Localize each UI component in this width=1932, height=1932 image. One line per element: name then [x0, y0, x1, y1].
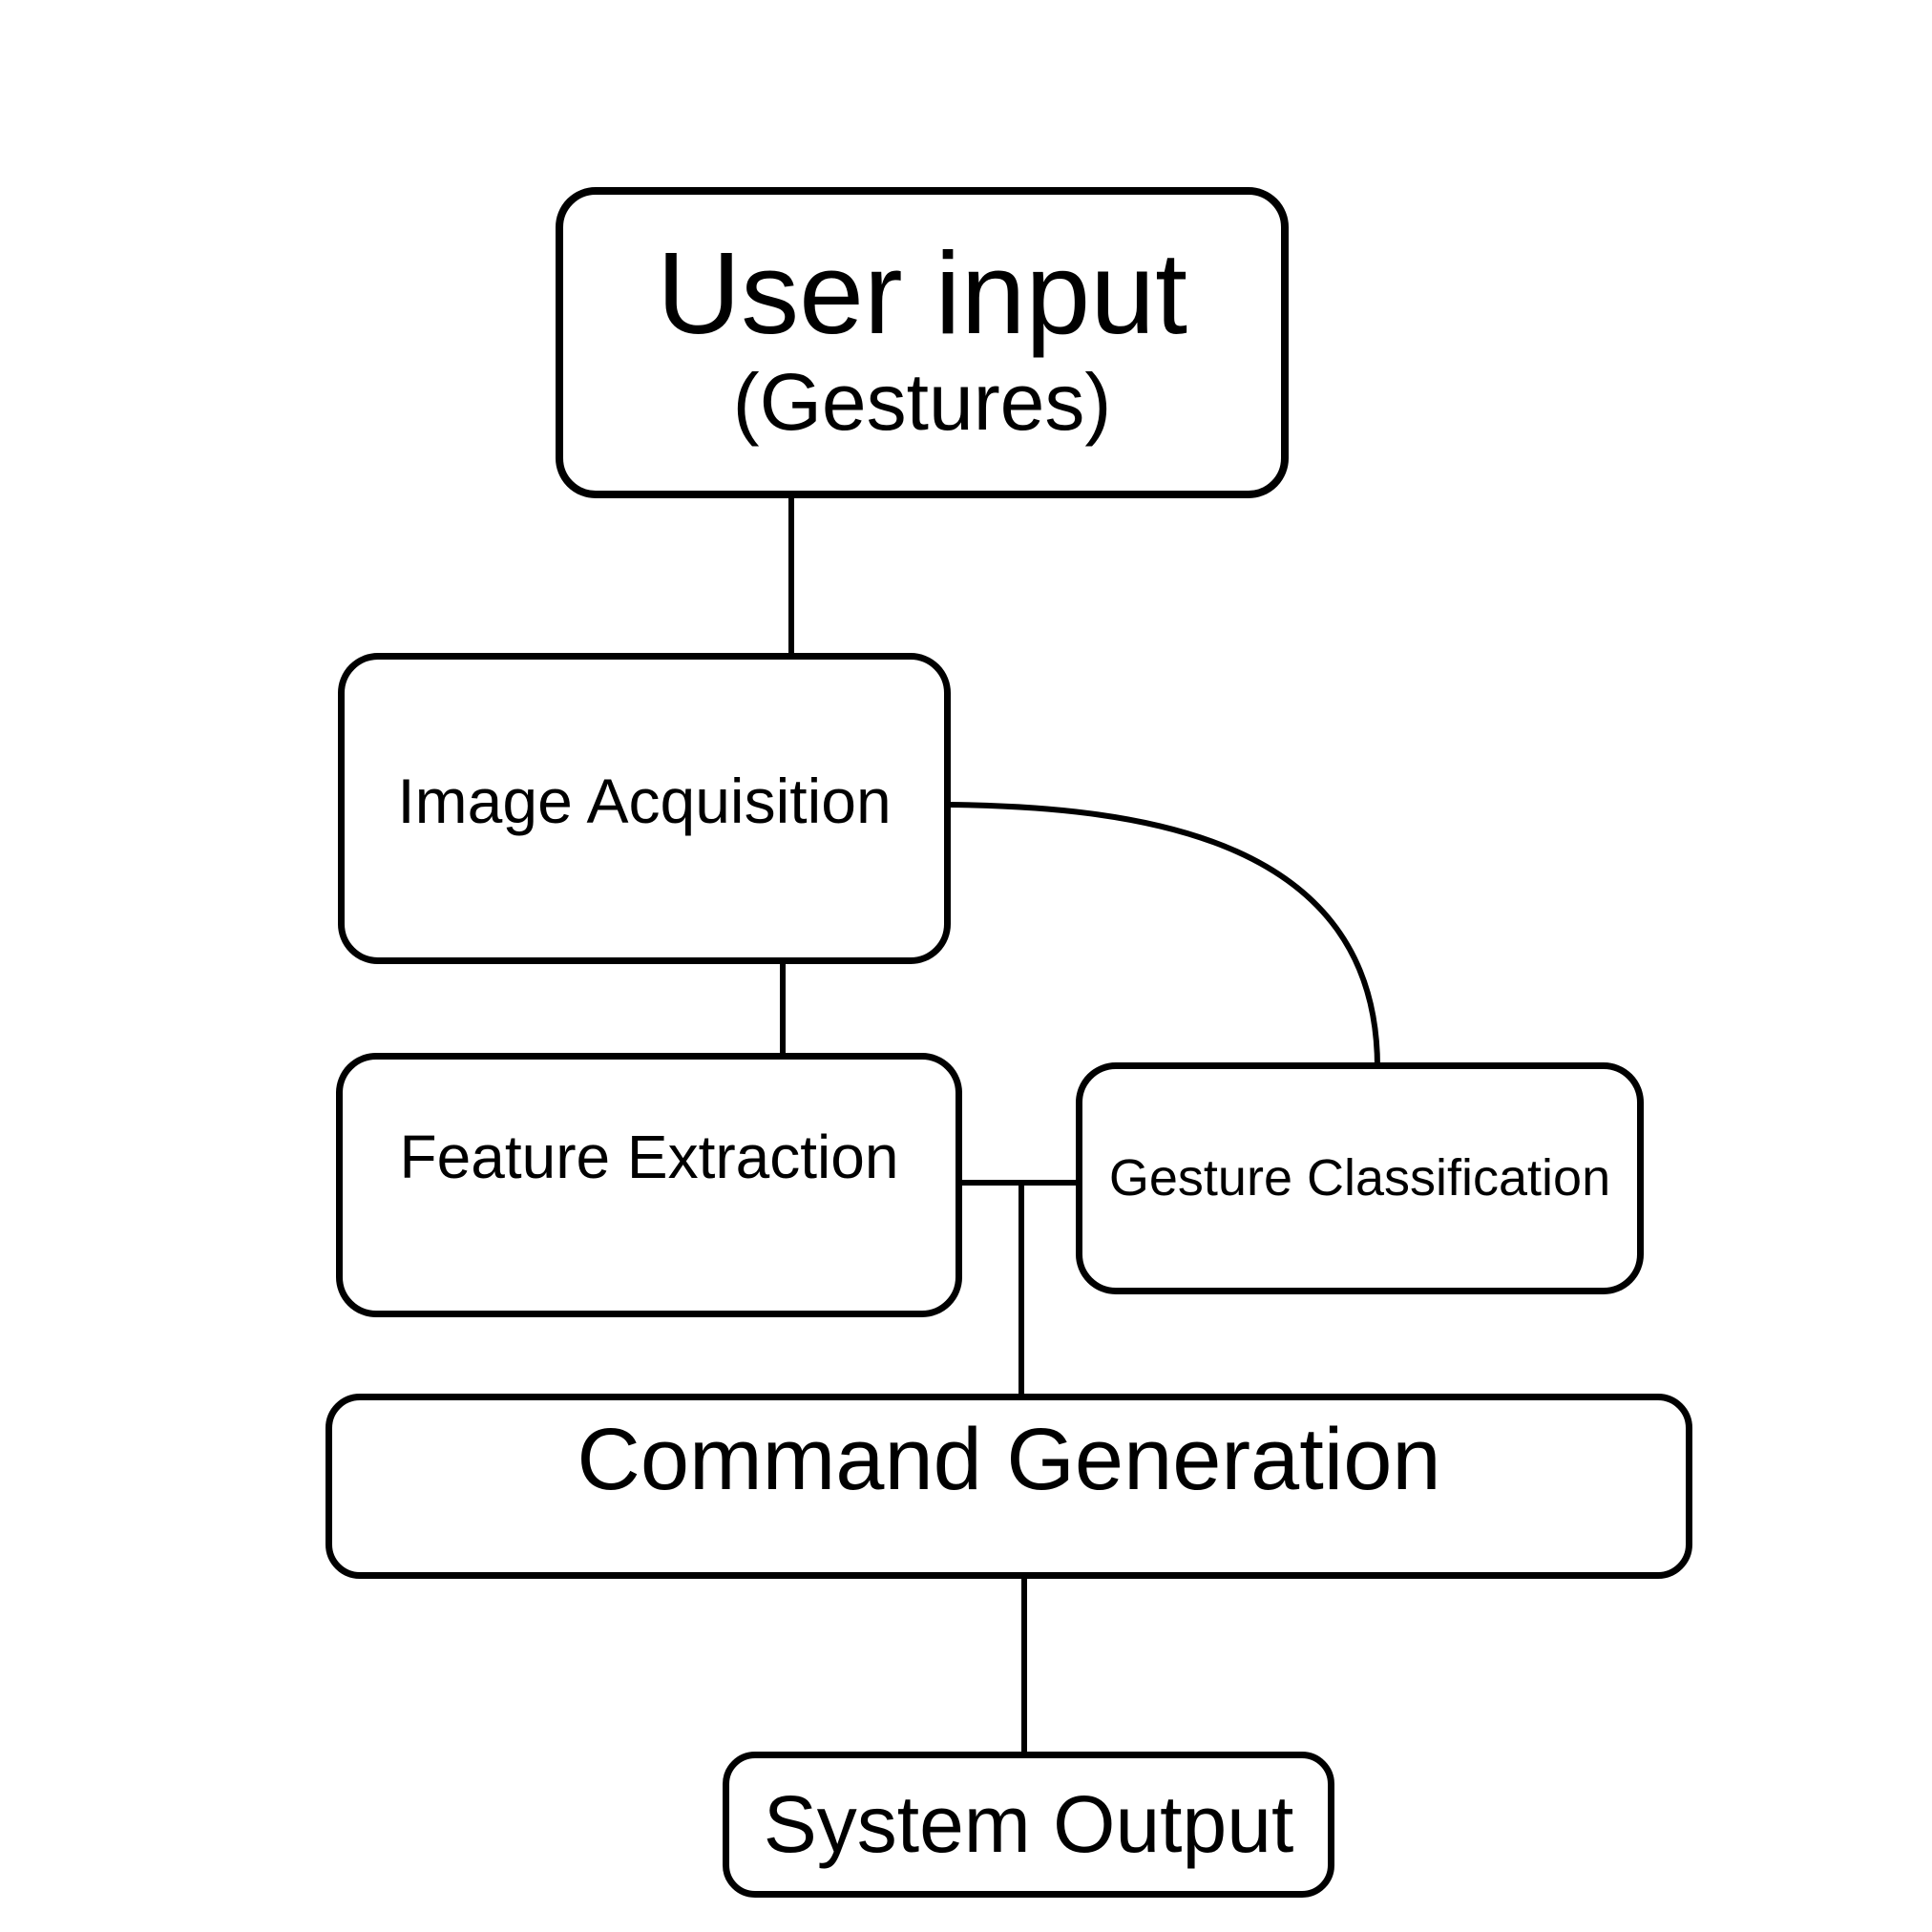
node-feature-extraction: Feature Extraction [336, 1053, 962, 1317]
node-image-acquisition: Image Acquisition [338, 653, 951, 964]
node-gesture-classification: Gesture Classification [1076, 1062, 1644, 1294]
connector-image-acquisition-to-gesture-classification [946, 802, 1380, 1068]
system-output-label: System Output [763, 1779, 1294, 1870]
user-input-subtitle: (Gestures) [732, 356, 1112, 447]
image-acquisition-label: Image Acquisition [397, 766, 892, 837]
node-user-input: User input (Gestures) [556, 187, 1289, 498]
feature-extraction-label: Feature Extraction [399, 1122, 899, 1191]
user-input-title: User input [656, 227, 1188, 358]
gesture-classification-label: Gesture Classification [1108, 1149, 1611, 1208]
node-command-generation: Command Generation [326, 1394, 1692, 1579]
node-system-output: System Output [723, 1752, 1334, 1898]
command-generation-label: Command Generation [577, 1411, 1441, 1509]
